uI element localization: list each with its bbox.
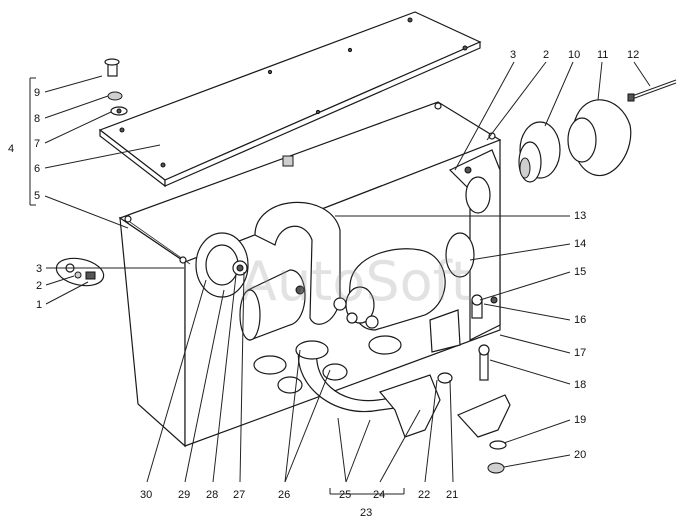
callout-5: 5 bbox=[34, 190, 40, 202]
callout-12: 12 bbox=[627, 49, 639, 61]
callout-2: 2 bbox=[36, 280, 42, 292]
callout-labels: 9 8 7 4 6 5 3 2 1 3 2 10 11 12 13 14 15 … bbox=[8, 49, 639, 519]
callout-23: 23 bbox=[360, 507, 372, 519]
callout-14: 14 bbox=[574, 238, 586, 250]
fastener-stack-4 bbox=[104, 58, 128, 116]
callout-22: 22 bbox=[418, 489, 430, 501]
cover-plate bbox=[98, 11, 482, 188]
callout-30: 30 bbox=[140, 489, 152, 501]
callout-10: 10 bbox=[568, 49, 580, 61]
callout-26: 26 bbox=[278, 489, 290, 501]
inner-components bbox=[195, 201, 511, 438]
callout-28: 28 bbox=[206, 489, 218, 501]
watermark-text: AutoSoft bbox=[240, 250, 472, 313]
pulley-assembly bbox=[518, 79, 677, 183]
callout-18: 18 bbox=[574, 379, 586, 391]
callout-6: 6 bbox=[34, 163, 40, 175]
callout-15: 15 bbox=[574, 266, 586, 278]
callout-20: 20 bbox=[574, 449, 586, 461]
washers-19-20 bbox=[487, 440, 507, 474]
callout-9: 9 bbox=[34, 87, 40, 99]
callout-21: 21 bbox=[446, 489, 458, 501]
callout-29: 29 bbox=[178, 489, 190, 501]
callout-25: 25 bbox=[339, 489, 351, 501]
callout-2-top: 2 bbox=[543, 49, 549, 61]
callout-27: 27 bbox=[233, 489, 245, 501]
callout-3: 3 bbox=[36, 263, 42, 275]
callout-11: 11 bbox=[597, 49, 608, 61]
callout-13: 13 bbox=[574, 210, 586, 222]
callout-8: 8 bbox=[34, 113, 40, 125]
mounting-bracket bbox=[448, 149, 501, 341]
cover-plate-small bbox=[55, 257, 105, 287]
callout-16: 16 bbox=[574, 314, 586, 326]
callout-3-top: 3 bbox=[510, 49, 516, 61]
callout-17: 17 bbox=[574, 347, 586, 359]
callout-7: 7 bbox=[34, 138, 40, 150]
callout-19: 19 bbox=[574, 414, 586, 426]
leader-lines bbox=[29, 61, 651, 495]
callout-24: 24 bbox=[373, 489, 385, 501]
callout-1: 1 bbox=[36, 299, 42, 311]
callout-4: 4 bbox=[8, 143, 14, 155]
